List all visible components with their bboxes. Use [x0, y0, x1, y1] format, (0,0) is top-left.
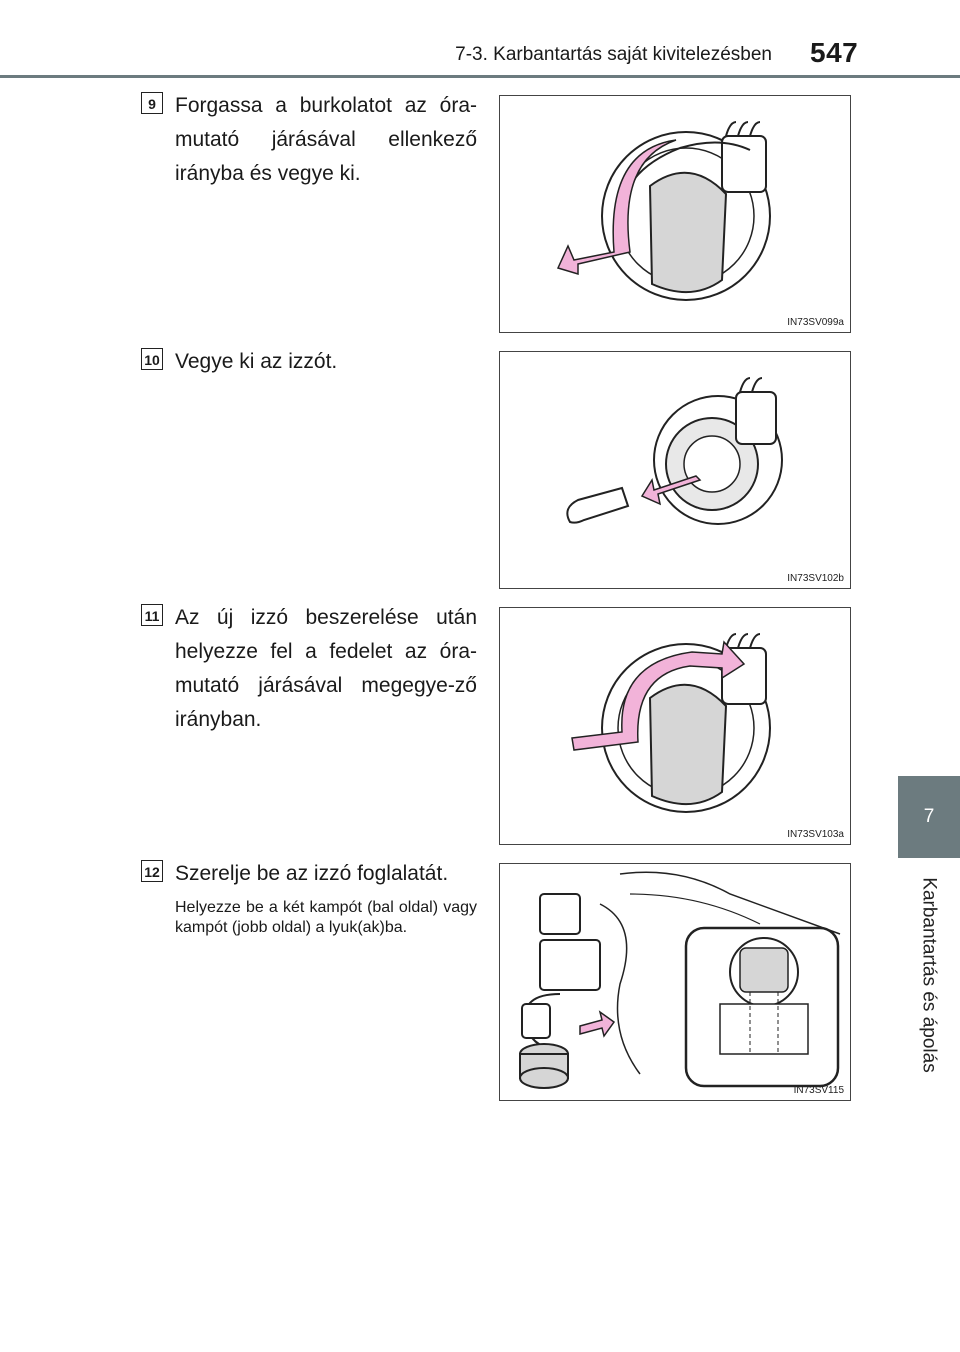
step-number-badge: 9: [141, 92, 163, 114]
step-instruction: Az új izzó beszerelése után helyezze fel…: [175, 606, 477, 731]
step-instruction: Szerelje be az izzó foglalatát.: [175, 862, 449, 885]
figure-code: IN73SV115: [793, 1085, 844, 1096]
chapter-title: Karbantartás és ápolás: [898, 862, 960, 1087]
step-number-badge: 10: [141, 348, 163, 370]
step-number-badge: 12: [141, 860, 163, 882]
step-figure: IN73SV102b: [499, 351, 851, 589]
chapter-tab: 7: [898, 776, 960, 858]
step-note: Helyezze be a két kampót (bal oldal) vag…: [175, 899, 477, 936]
header-rule: [0, 75, 960, 78]
step-instruction: Forgassa a burkolatot az óra-mutató járá…: [175, 94, 477, 185]
step-figure: IN73SV115: [499, 863, 851, 1101]
figure-code: IN73SV103a: [787, 829, 844, 840]
step-number-badge: 11: [141, 604, 163, 626]
figure-code: IN73SV099a: [787, 317, 844, 328]
section-title: 7-3. Karbantartás saját kivitelezésben: [455, 44, 772, 65]
step-instruction: Vegye ki az izzót.: [175, 350, 338, 373]
socket-rotate-cw-illustration: [571, 633, 771, 813]
figure-code: IN73SV102b: [787, 573, 844, 584]
socket-install-illustration: [519, 871, 841, 1089]
bulb-removal-illustration: [566, 377, 783, 525]
socket-rotate-ccw-illustration: [556, 121, 771, 301]
step-figure: IN73SV099a: [499, 95, 851, 333]
chapter-title-text: Karbantartás és ápolás: [919, 876, 940, 1073]
page-number: 547: [810, 37, 859, 68]
step-figure: IN73SV103a: [499, 607, 851, 845]
